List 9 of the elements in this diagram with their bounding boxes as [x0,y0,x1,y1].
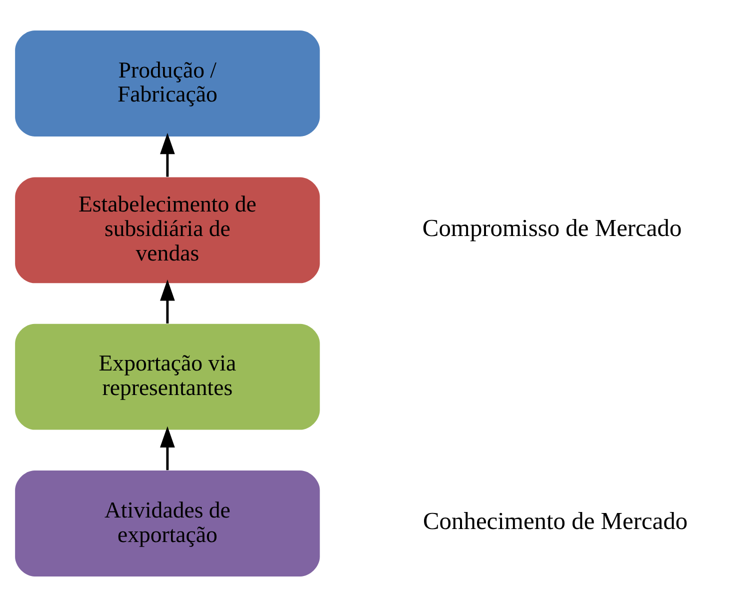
node-box: Estabelecimento de subsidiária de vendas [15,176,320,283]
node-box: Atividades de exportação [15,470,320,576]
node-box: Produção / Fabricação [15,30,320,136]
label: Conhecimento de Mercado [423,508,688,535]
arrow [160,426,175,470]
arrow [160,279,175,323]
node-box: Exportação via representantes [15,323,320,430]
arrow [160,132,175,176]
label: Compromisso de Mercado [422,214,682,242]
